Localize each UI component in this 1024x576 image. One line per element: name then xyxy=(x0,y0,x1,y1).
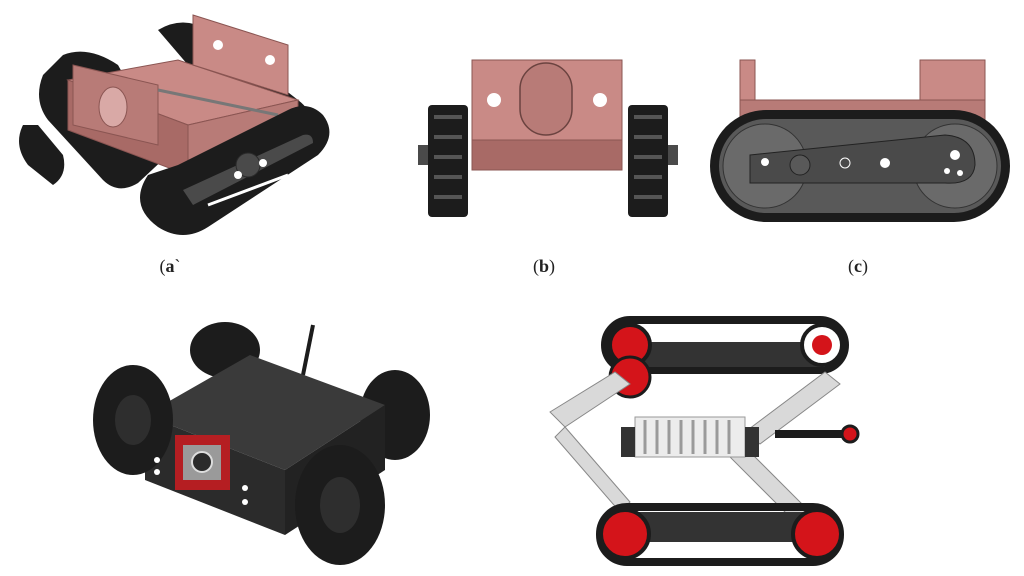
arm-bearing xyxy=(789,154,811,176)
tread-lug xyxy=(634,155,662,159)
spring-end-block xyxy=(745,427,759,457)
arm-hole xyxy=(761,158,769,166)
led-light xyxy=(154,457,160,463)
front-left-track xyxy=(19,125,65,185)
lower-track-plate xyxy=(625,512,820,542)
arm-hole xyxy=(950,150,960,160)
wall-hole xyxy=(213,40,223,50)
upper-rear-pulley-hub xyxy=(812,335,832,355)
arm-hole xyxy=(234,171,242,179)
lower-rear-pulley xyxy=(791,508,843,560)
front-wall-cutout xyxy=(98,86,128,128)
caption-b: (b) xyxy=(532,256,555,276)
front-lower-plate xyxy=(471,139,623,171)
arm-hole xyxy=(880,158,890,168)
led-light xyxy=(154,469,160,475)
camera-lens xyxy=(191,451,213,473)
scissor-mechanism-drawing xyxy=(549,316,860,566)
tracked-chassis-iso-drawing xyxy=(19,14,330,235)
right-track-front xyxy=(628,105,668,217)
wheel-hub xyxy=(320,477,360,533)
tread-lug xyxy=(634,175,662,179)
led-light xyxy=(242,485,248,491)
tread-lug xyxy=(434,135,462,139)
spring-housing xyxy=(634,416,746,458)
tread-lug xyxy=(634,195,662,199)
tracked-chassis-side-drawing xyxy=(710,59,1010,222)
arm-hole xyxy=(259,159,267,167)
side-pulley xyxy=(840,424,860,444)
panel-b-tracked-chassis-front xyxy=(410,55,680,225)
tread-lug xyxy=(434,175,462,179)
panel-d-four-wheel-rover xyxy=(85,320,445,570)
rover-top xyxy=(145,355,385,470)
tread-lug xyxy=(634,135,662,139)
panel-a-tracked-chassis-iso xyxy=(8,5,338,245)
tread-lug xyxy=(434,155,462,159)
wheel-hub xyxy=(115,395,151,445)
right-hub xyxy=(668,145,678,165)
tracked-chassis-front-drawing xyxy=(418,59,678,217)
track-highlight xyxy=(207,173,289,207)
arm-hole xyxy=(944,168,950,174)
drive-axle xyxy=(157,88,279,117)
front-slot xyxy=(519,62,573,136)
tread-lug xyxy=(634,115,662,119)
panel-c-tracked-chassis-side xyxy=(705,55,1015,230)
left-track-front xyxy=(428,105,468,217)
scissor-link xyxy=(554,426,631,513)
arm-hole xyxy=(839,157,851,169)
scissor-link xyxy=(549,371,631,428)
panel-e-scissor-track-mechanism xyxy=(545,312,865,574)
chassis-rear-wall xyxy=(192,14,289,96)
tread-lug xyxy=(434,195,462,199)
spring-end-block xyxy=(621,427,635,457)
caption-c: (c) xyxy=(848,256,868,276)
arm-hole xyxy=(957,170,963,176)
tread-lug xyxy=(434,115,462,119)
upper-track-plate xyxy=(630,342,825,367)
wall-hole xyxy=(265,55,275,65)
led-light xyxy=(242,499,248,505)
upper-track-belt xyxy=(601,316,849,374)
rover-drawing xyxy=(93,322,430,565)
front-plate-hole xyxy=(593,93,607,107)
antenna xyxy=(301,324,315,376)
front-plate-hole xyxy=(487,93,501,107)
left-hub xyxy=(418,145,428,165)
lower-front-pulley xyxy=(599,508,651,560)
caption-a: (a` xyxy=(159,256,181,276)
